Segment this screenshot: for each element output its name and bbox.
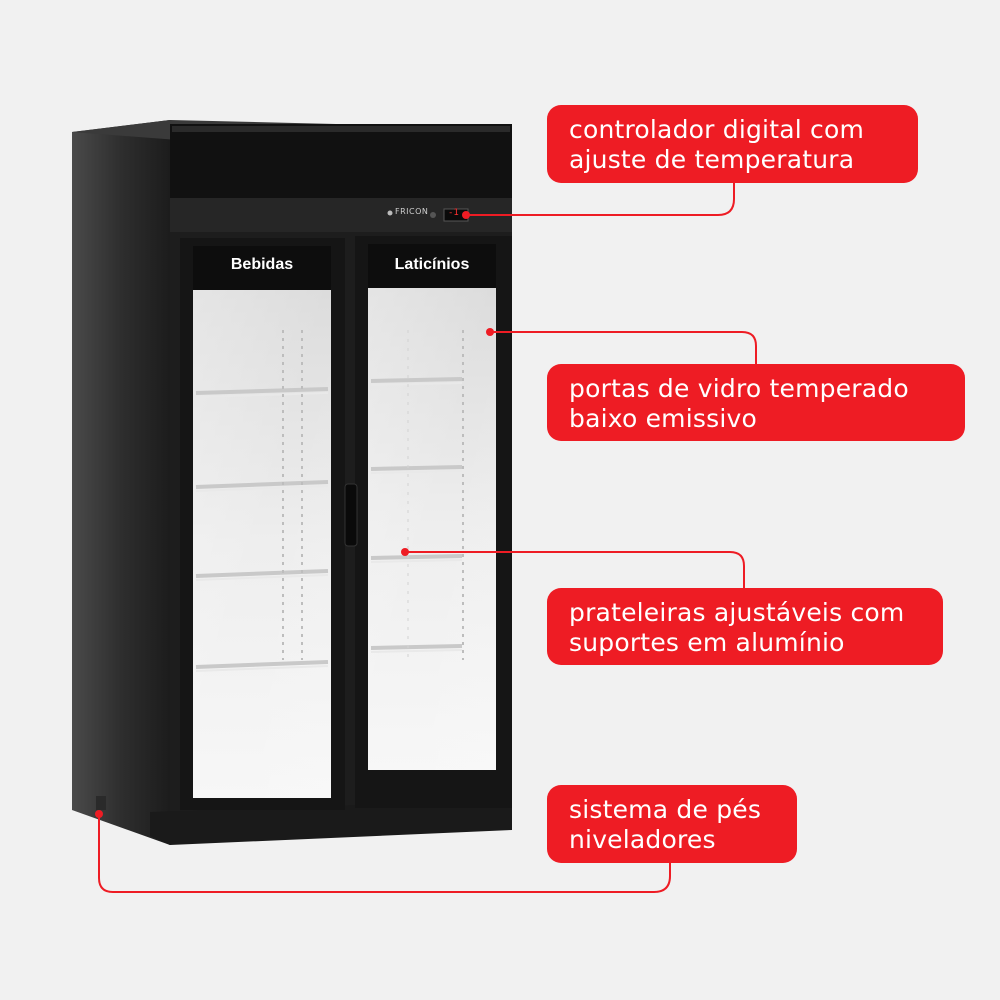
- display-reading: -1: [448, 208, 459, 218]
- callout-line: niveladores: [569, 825, 716, 854]
- header-canopy: [170, 124, 512, 198]
- door-handle: [344, 483, 358, 547]
- leader-lines: [98, 183, 757, 893]
- cabinet-base: [150, 800, 512, 845]
- callout-line: baixo emissivo: [569, 404, 757, 433]
- left-shelves: [195, 387, 329, 669]
- callout-line: sistema de pés: [569, 795, 762, 824]
- leader-dots: [95, 211, 494, 818]
- callout-line: suportes em alumínio: [569, 628, 845, 657]
- callout-line: prateleiras ajustáveis com: [569, 598, 905, 627]
- callout-leveling-feet: sistema de pés niveladores: [547, 785, 797, 863]
- callout-line: ajuste de temperatura: [569, 145, 855, 174]
- callout-adjustable-shelves: prateleiras ajustáveis com suportes em a…: [547, 588, 943, 665]
- right-shelves: [370, 377, 463, 650]
- callout-line: controlador digital com: [569, 115, 865, 144]
- callout-line: portas de vidro temperado: [569, 374, 909, 403]
- leveling-foot: [96, 796, 106, 810]
- brand-logo: FRICON: [395, 207, 429, 216]
- callout-tempered-glass-doors: portas de vidro temperado baixo emissivo: [547, 364, 965, 441]
- cabinet-side-panel: [72, 120, 170, 845]
- door-label-right: Laticínios: [394, 256, 470, 273]
- callout-digital-controller: controlador digital com ajuste de temper…: [547, 105, 918, 183]
- door-label-left: Bebidas: [230, 256, 294, 273]
